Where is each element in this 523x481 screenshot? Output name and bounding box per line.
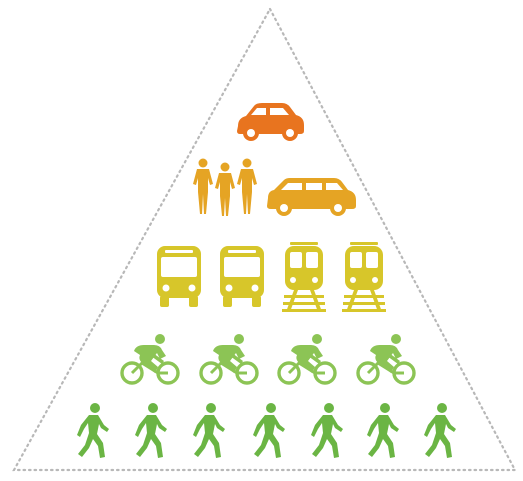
people-icon — [237, 158, 257, 214]
pedestrian-icon — [253, 403, 285, 458]
station-wagon-icon — [267, 178, 356, 216]
car-icon — [237, 103, 304, 141]
pedestrian-icon — [367, 403, 399, 458]
cyclist-icon — [277, 334, 337, 385]
bus-icon — [157, 246, 201, 307]
train-icon — [282, 242, 326, 312]
pedestrian-icon — [311, 403, 343, 458]
train-icon — [342, 242, 386, 312]
pedestrian-icon — [193, 403, 225, 458]
pedestrian-icon — [424, 403, 456, 458]
pedestrian-icon — [77, 403, 109, 458]
bus-icon — [220, 246, 264, 307]
pedestrian-icon — [135, 403, 167, 458]
cyclist-icon — [356, 334, 416, 385]
people-icon — [215, 162, 235, 216]
cyclist-icon — [199, 334, 259, 385]
people-icon — [193, 158, 213, 214]
cyclist-icon — [120, 334, 180, 385]
